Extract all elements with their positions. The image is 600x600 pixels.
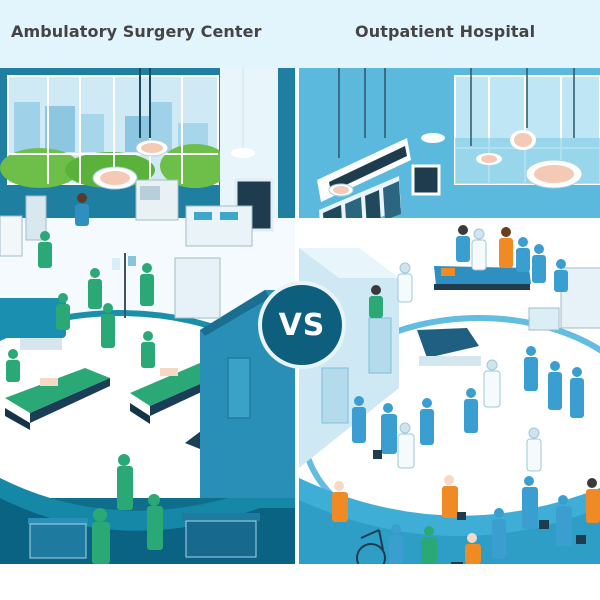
doctor-white-coat-icon [397, 228, 542, 472]
staff-seated-icon [75, 193, 89, 226]
vs-badge: VS [258, 281, 346, 369]
wheelchair-icon [356, 529, 386, 564]
footer-whitespace [0, 564, 600, 600]
hospital-bed-icon [417, 266, 531, 366]
header: Ambulatory Surgery Center Outpatient Hos… [0, 0, 600, 68]
patient-orange-icon [332, 227, 600, 564]
staff-blue-scrubs-icon [352, 225, 584, 564]
iv-pole-icon [112, 253, 136, 318]
ambulatory-scene-illustration [0, 68, 295, 564]
equipment-icon [0, 178, 274, 257]
left-panel-title: Ambulatory Surgery Center [11, 22, 262, 41]
supply-cart-icon [28, 513, 260, 559]
outpatient-hospital-panel [299, 68, 600, 564]
medical-case-icon [373, 450, 586, 564]
ambulatory-surgery-center-panel [0, 68, 295, 564]
outpatient-scene-illustration [299, 68, 600, 564]
right-panel-title: Outpatient Hospital [355, 22, 536, 41]
city-window-icon [0, 75, 230, 188]
surgical-light-icon [421, 68, 583, 189]
surgical-light-icon [92, 68, 255, 190]
staff-green-scrubs-icon [6, 231, 226, 564]
staff-green-scrubs-icon [369, 285, 437, 564]
